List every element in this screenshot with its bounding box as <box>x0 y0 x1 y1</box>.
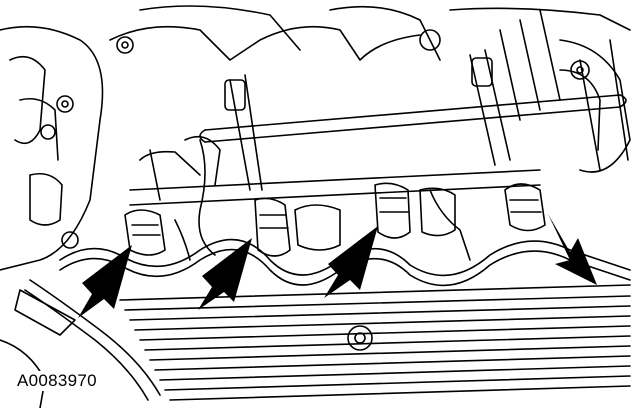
injector-2 <box>254 197 341 257</box>
bolt-heads <box>40 29 590 351</box>
callout-arrow-4 <box>548 214 597 285</box>
intake-lower-ribs <box>119 284 631 401</box>
figure-id-label: A0083970 <box>14 371 100 391</box>
injector-4 <box>504 183 546 232</box>
callout-arrow-2 <box>198 238 252 310</box>
callout-arrow-3 <box>324 226 378 298</box>
injector-rail-lower <box>129 49 541 206</box>
fuel-rail <box>199 94 627 143</box>
injector-3 <box>374 182 456 239</box>
wiring-harness <box>24 139 631 401</box>
injector-1 <box>124 209 166 256</box>
engine-background-outline <box>0 5 631 271</box>
callout-arrow-1 <box>78 245 132 318</box>
